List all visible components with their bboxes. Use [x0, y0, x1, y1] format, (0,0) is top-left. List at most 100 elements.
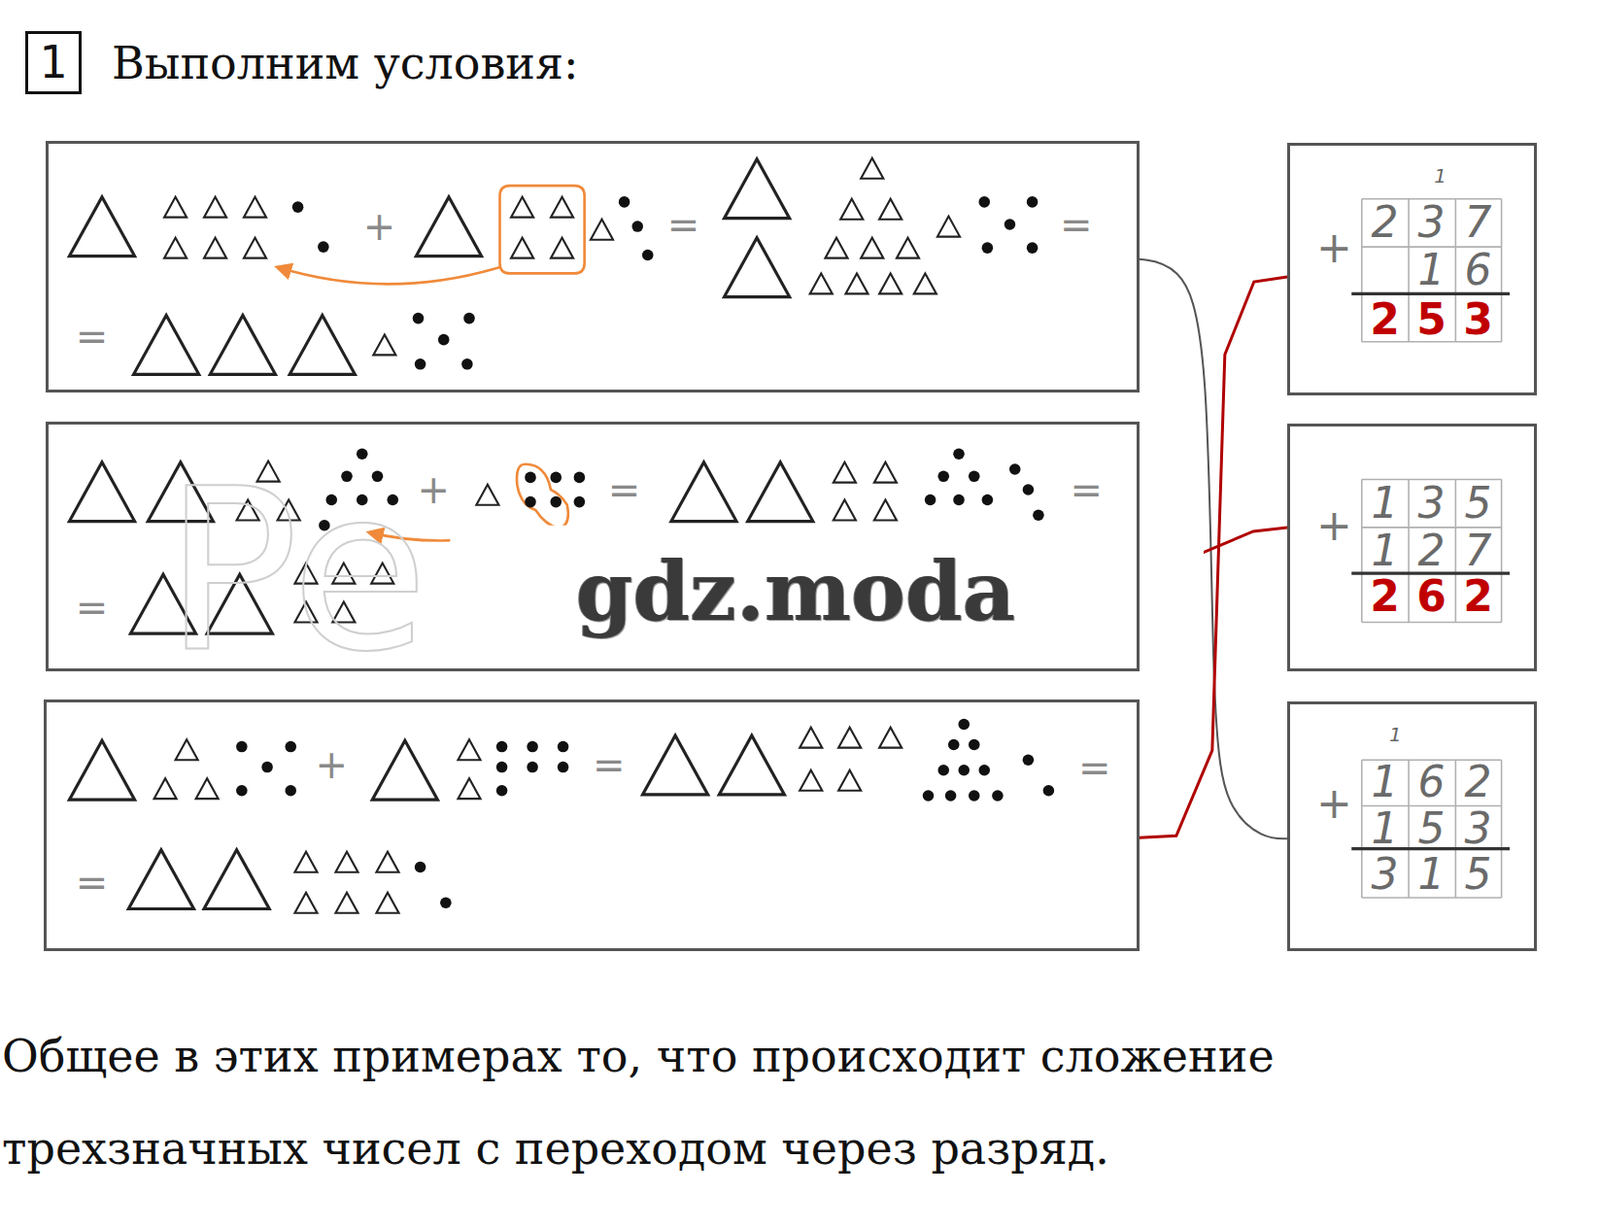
unit-dot	[982, 241, 994, 254]
operation-sign: =	[75, 862, 109, 902]
unit-dot	[1032, 509, 1045, 521]
ten-triangle	[154, 778, 177, 799]
hundred-triangle	[68, 197, 135, 257]
digit: 1	[1361, 529, 1409, 573]
digit: 1	[1408, 852, 1456, 896]
digit: 3	[1408, 481, 1456, 525]
unit-dot	[1004, 218, 1017, 231]
watermark-patch	[448, 525, 1204, 679]
ten-triangle	[373, 334, 396, 355]
hundred-triangle	[643, 735, 709, 795]
ten-triangle	[510, 197, 534, 218]
ten-triangle	[840, 199, 863, 220]
unit-dot	[438, 334, 450, 346]
unit-dot	[284, 784, 297, 797]
unit-dot	[236, 784, 248, 797]
ten-triangle	[196, 778, 219, 799]
unit-dot	[526, 741, 539, 753]
digit: 3	[1361, 852, 1409, 896]
unit-dot	[557, 741, 570, 753]
exercise-title: Выполним условия:	[111, 36, 579, 91]
unit-dot	[292, 201, 305, 213]
ten-triangle	[550, 197, 574, 218]
unit-dot	[631, 220, 644, 233]
operation-sign: +	[314, 745, 348, 784]
operation-sign: =	[667, 204, 701, 244]
digit: 5	[1455, 852, 1502, 896]
unit-dot	[414, 861, 427, 874]
unit-dot	[1022, 483, 1035, 496]
unit-dot	[945, 789, 957, 802]
unit-dot	[922, 789, 935, 802]
column-grid	[1351, 478, 1510, 622]
unit-dot	[356, 447, 369, 460]
ten-triangle	[476, 484, 499, 506]
digit: 7	[1455, 201, 1502, 244]
carry-mark: 1	[1433, 166, 1447, 186]
column-sum-box: +123716253	[1287, 142, 1537, 396]
unit-dot	[937, 471, 950, 483]
group-outline	[516, 464, 569, 529]
unit-dot	[642, 249, 654, 262]
ten-triangle	[838, 770, 861, 791]
sum-digits: 262	[1361, 575, 1502, 618]
ten-triangle	[175, 739, 199, 760]
digit: 1	[1361, 481, 1409, 525]
unit-dot	[496, 784, 509, 797]
hundred-triangle	[748, 462, 814, 522]
ten-triangle	[243, 197, 267, 218]
unit-dot	[463, 312, 476, 325]
digit: 2	[1455, 575, 1502, 618]
addend-digits: 162	[1361, 760, 1502, 804]
ten-triangle	[294, 851, 317, 873]
column-grid	[1351, 759, 1510, 898]
hundred-triangle	[372, 740, 438, 800]
ten-triangle	[937, 216, 960, 238]
unit-dot	[1026, 196, 1039, 208]
unit-dot	[1043, 784, 1056, 797]
unit-dot	[526, 761, 539, 774]
unit-dot	[412, 312, 425, 325]
unit-dot	[957, 718, 970, 731]
blocks-illustration	[68, 718, 1055, 914]
ten-triangle	[879, 727, 902, 749]
digit: 5	[1408, 807, 1456, 851]
model-panel: +===	[45, 140, 1140, 393]
ten-triangle	[860, 158, 884, 179]
exercise-number-text: 1	[38, 39, 68, 85]
unit-dot	[574, 496, 586, 509]
ten-triangle	[243, 238, 267, 259]
ten-triangle	[590, 219, 613, 240]
hundred-triangle	[723, 238, 789, 298]
unit-dot	[1022, 753, 1035, 766]
ten-triangle	[164, 238, 187, 259]
addend-digits: 153	[1361, 807, 1502, 851]
ten-triangle	[457, 778, 480, 799]
ten-triangle	[874, 500, 897, 521]
ten-triangle	[833, 462, 856, 483]
digit: 1	[1408, 248, 1456, 292]
unit-dot	[496, 761, 509, 774]
unit-dot	[953, 494, 965, 507]
operation-sign: =	[1059, 204, 1093, 244]
unit-dot	[953, 447, 965, 460]
unit-dot	[618, 196, 631, 208]
ten-triangle	[204, 238, 227, 259]
hundred-triangle	[68, 740, 135, 800]
operation-sign: =	[75, 316, 109, 356]
unit-dot	[524, 472, 537, 484]
unit-dot	[236, 741, 248, 753]
unit-dot	[1009, 463, 1022, 476]
column-sum-box: +1162153315	[1287, 701, 1537, 951]
sum-digits: 253	[1361, 298, 1502, 341]
unit-dot	[1026, 241, 1039, 254]
exchange-arrow	[277, 267, 501, 284]
ten-triangle	[914, 272, 937, 294]
unit-dot	[414, 358, 427, 371]
unit-dot	[549, 496, 562, 509]
ten-triangle	[810, 272, 833, 294]
watermark-patch	[1224, 640, 1561, 704]
ten-triangle	[457, 739, 480, 760]
blocks-illustration	[68, 158, 1038, 375]
